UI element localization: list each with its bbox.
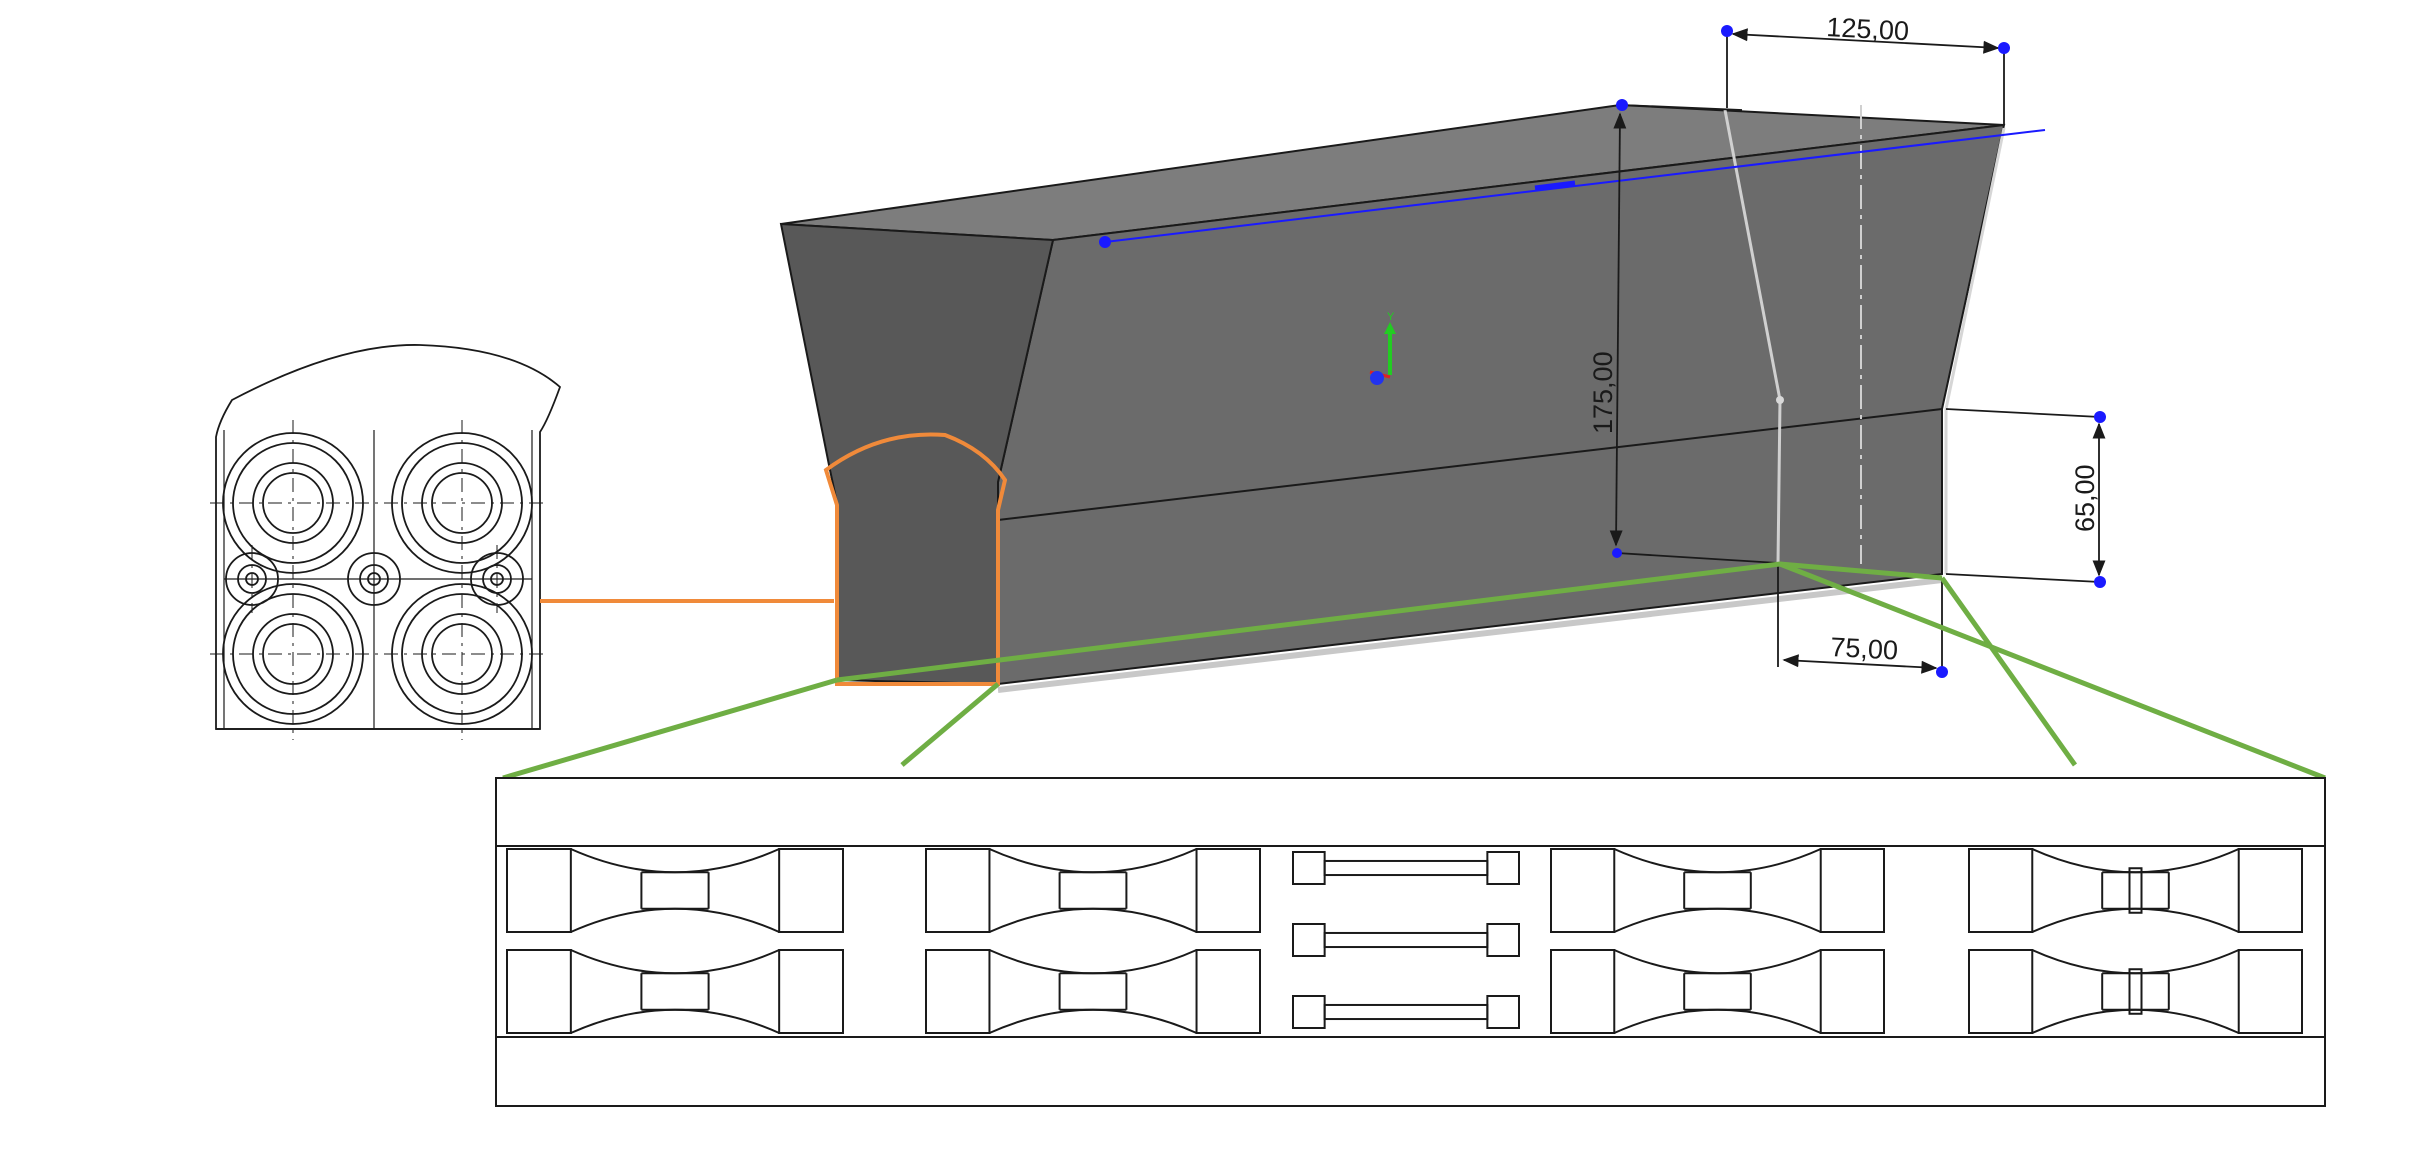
orange-end-profile	[823, 432, 1008, 686]
3d-part	[779, 103, 2046, 693]
sketch-point-icon	[1099, 236, 1111, 248]
sketch-point-icon	[2094, 411, 2106, 423]
small-hole-center	[347, 552, 401, 606]
small-specimen-neck	[1323, 859, 1489, 877]
specimen-grip-left	[1550, 949, 1616, 1034]
triad-y-label: Y	[1387, 311, 1395, 323]
dim-125-label[interactable]: 125,00	[1826, 12, 1910, 46]
dim-175-line	[1609, 112, 1627, 547]
specimen-group	[506, 848, 2303, 1034]
specimen-grip-right	[778, 848, 844, 933]
profile-midpoint	[1776, 396, 1784, 404]
coordinate-triad-icon: Y	[1369, 311, 1396, 385]
detail-panel	[495, 777, 2326, 1107]
sketch-point-icon	[1998, 42, 2010, 54]
specimen-grip-right	[1819, 949, 1885, 1034]
sketch-point-icon	[1721, 25, 1733, 37]
dim-65-label[interactable]: 65,00	[2070, 464, 2100, 532]
specimen-grip-right	[1195, 949, 1262, 1034]
specimen-grip-left	[925, 949, 991, 1034]
detail-panel-frame	[495, 777, 2326, 1107]
dim-125-line	[1731, 28, 2000, 54]
blue-sketch-line-mid	[1534, 180, 1576, 191]
sketch-point-icon	[1936, 666, 1948, 678]
small-specimen-neck	[1323, 931, 1489, 949]
sketch-point-icon	[1616, 99, 1628, 111]
dimension-lines	[1609, 28, 2106, 674]
specimen-grip-right	[2237, 848, 2303, 933]
dim-75-label[interactable]: 75,00	[1830, 632, 1899, 665]
specimen-grip-right	[1195, 848, 1262, 933]
specimen-grip-left	[1968, 949, 2034, 1034]
green-leaders	[502, 561, 2326, 781]
center-marks	[210, 420, 548, 740]
end-view-drawing	[210, 344, 562, 740]
end-view-outline	[215, 344, 562, 730]
specimen-grip-left	[1550, 848, 1616, 933]
dim-175-label[interactable]: 175,00	[1588, 351, 1618, 434]
sketch-point-icon	[2094, 576, 2106, 588]
sketch-point-icon	[1612, 548, 1622, 558]
specimen-grip-left	[925, 848, 991, 933]
specimen-notch	[2128, 968, 2143, 1015]
specimen-notch	[2128, 867, 2143, 914]
specimen-grip-right	[778, 949, 844, 1034]
dim-75-line	[1782, 654, 1938, 674]
blue-sketch-line	[1104, 129, 2046, 243]
bottom-shadow	[997, 577, 1943, 693]
front-face-split-edge	[997, 408, 1943, 521]
specimen-grip-right	[2237, 949, 2303, 1034]
specimen-grip-left	[506, 949, 572, 1034]
specimen-grip-right	[1819, 848, 1885, 933]
specimen-grip-left	[506, 848, 572, 933]
small-specimen-neck	[1323, 1003, 1489, 1021]
specimen-grip-left	[1968, 848, 2034, 933]
dimension-points	[1099, 25, 2106, 678]
